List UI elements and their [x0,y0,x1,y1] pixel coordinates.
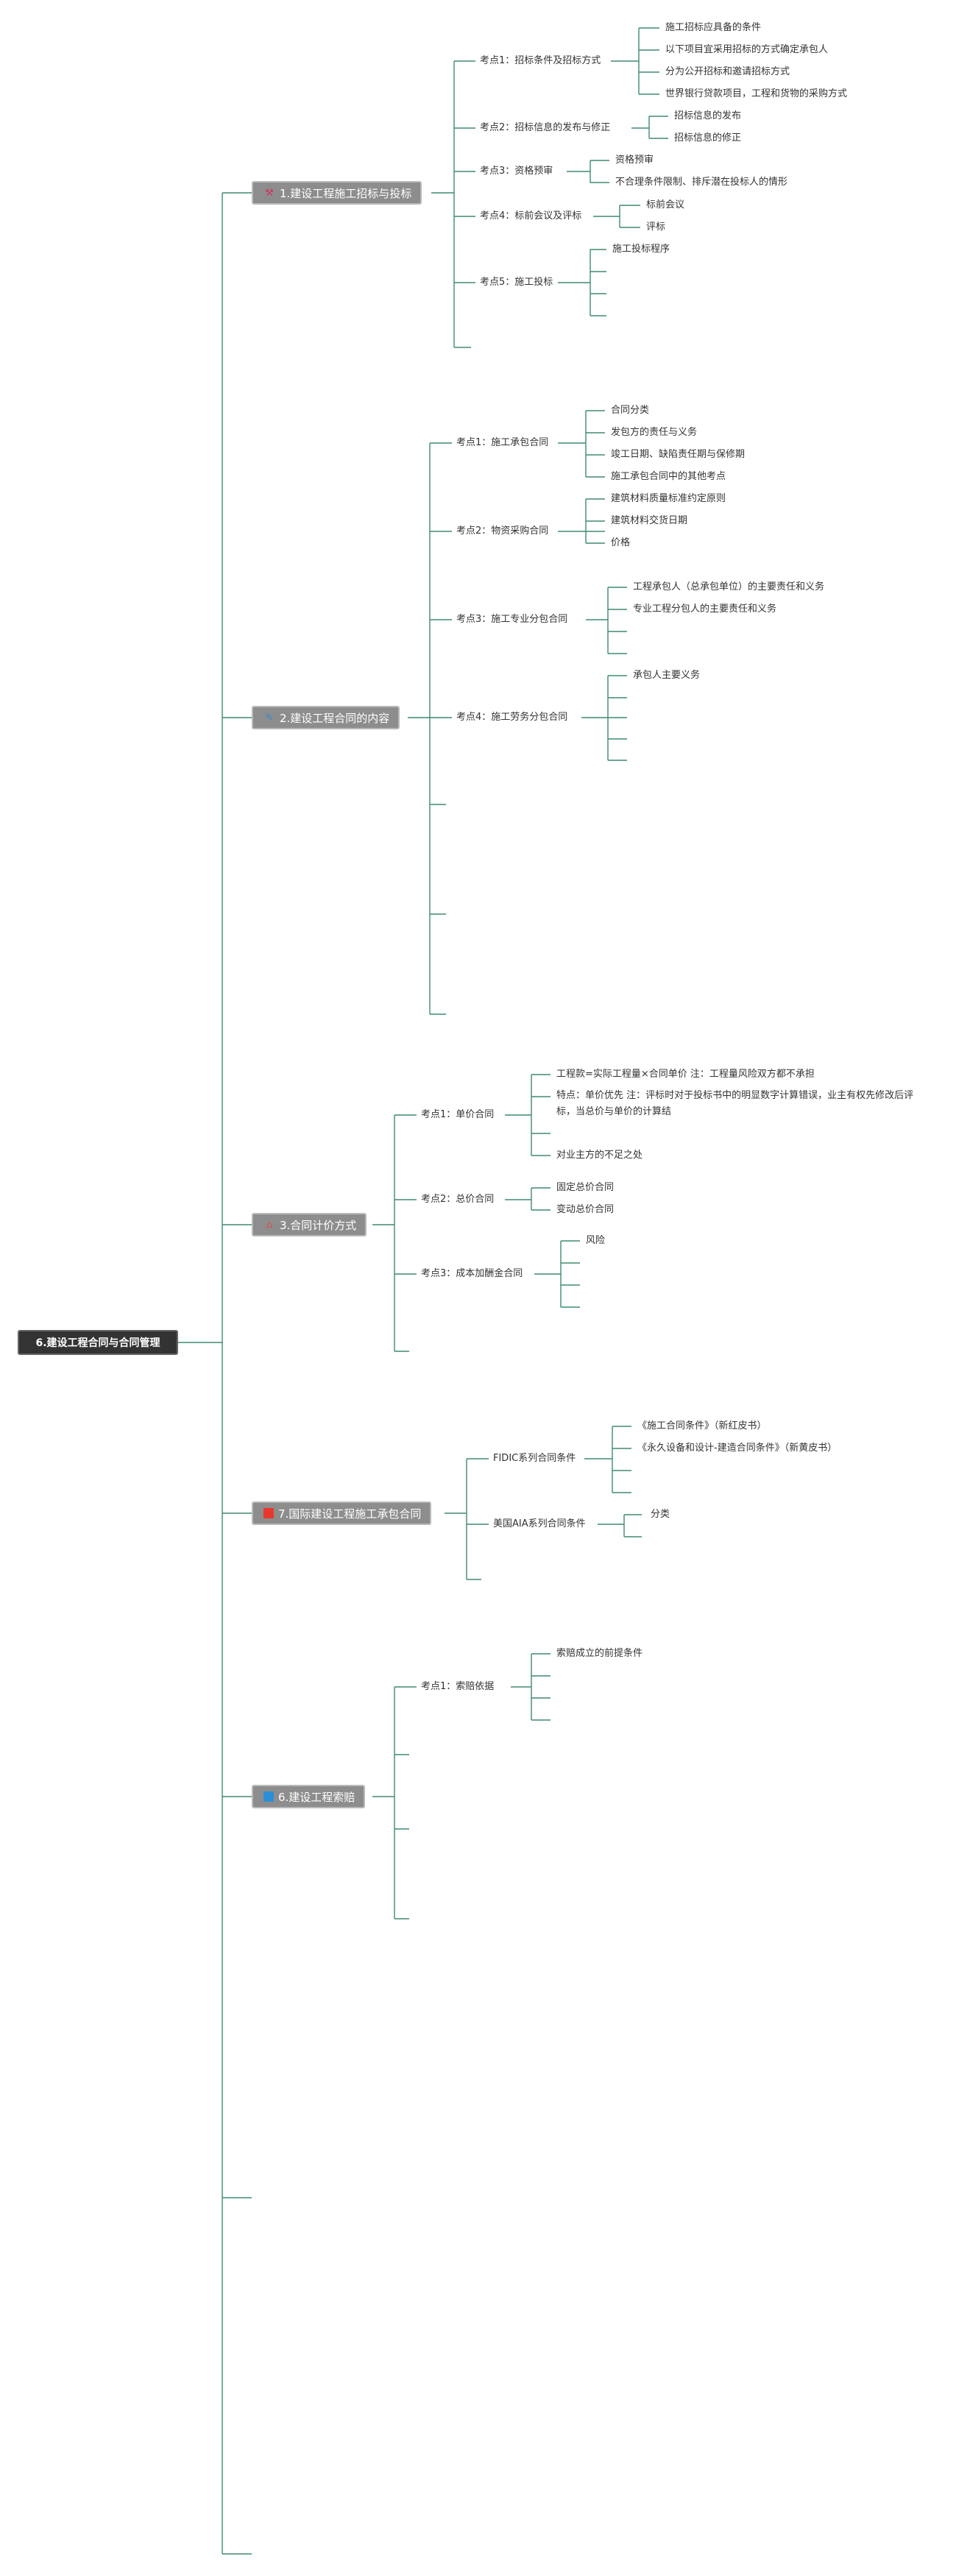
topic-3-point-2-item-2[interactable]: 变动总价合同 [556,1204,615,1215]
topic-3-point-1-item-1[interactable]: 工程款=实际工程量×合同单价 注：工程量风险双方都不承担 [556,1069,815,1080]
topic-2-point-3-item-1[interactable]: 工程承包人（总承包单位）的主要责任和义务 [633,581,825,592]
topic-1-point-4-item-2[interactable]: 评标 [646,222,666,233]
topic-2-point-3-leaves [586,587,627,654]
topic-5-point-1-item-1[interactable]: 索赔成立的前提条件 [556,1648,643,1659]
topic-5-label: 6.建设工程索赔 [278,1790,355,1804]
topic-1-label: 1.建设工程施工招标与投标 [280,186,412,200]
topic-1-point-4[interactable]: 考点4：标前会议及评标 [480,210,582,222]
topic-1-point-1-leaves [611,27,659,95]
topic-2-point-3-item-2[interactable]: 专业工程分包人的主要责任和义务 [633,604,777,615]
topic-1-point-2-leaves [631,116,668,139]
blue-square-icon [263,1791,274,1802]
topic-3-point-1[interactable]: 考点1：单价合同 [421,1109,495,1120]
topic-2-point-4[interactable]: 考点4：施工劳务分包合同 [456,712,568,723]
topic-1-point-5-item-1[interactable]: 施工投标程序 [612,244,670,255]
topic-4-point-1[interactable]: FIDIC系列合同条件 [493,1453,576,1464]
topic-1-point-1-item-4[interactable]: 世界银行贷款项目，工程和货物的采购方式 [665,88,848,99]
topic-1-point-1-item-3[interactable]: 分为公开招标和邀请招标方式 [665,66,790,77]
topic-4-point-2[interactable]: 美国AIA系列合同条件 [493,1518,586,1529]
topic-2-point-2-item-1[interactable]: 建筑材料质量标准约定原则 [611,493,726,504]
topic-1-point-2-item-1[interactable]: 招标信息的发布 [674,110,742,121]
topic-3-label: 3.合同计价方式 [280,1218,357,1232]
home-icon: ⌂ [266,1219,273,1231]
topic-2-point-1-item-4[interactable]: 施工承包合同中的其他考点 [611,471,726,482]
topic-2-label: 2.建设工程合同的内容 [280,711,390,725]
topic-1-point-5[interactable]: 考点5：施工投标 [480,277,553,288]
topic-5-point-1-leaves [511,1653,551,1721]
topic-3-point-2-item-1[interactable]: 固定总价合同 [556,1182,615,1193]
topic-1-point-1-item-1[interactable]: 施工招标应具备的条件 [665,22,762,33]
topic-2-point-2[interactable]: 考点2：物资采购合同 [456,526,549,537]
topic-3-point-3-leaves [534,1240,580,1308]
topic-1-point-3-leaves [567,160,609,183]
topic-4-point-1-item-2[interactable]: 《永久设备和设计-建造合同条件》（新黄皮书） [637,1443,838,1454]
topic-4-point-1-leaves [584,1426,631,1493]
topic-1-point-5-leaves [558,249,606,316]
topic-3-point-3-item-1[interactable]: 风险 [586,1235,606,1246]
topic-1-point-2-item-2[interactable]: 招标信息的修正 [674,132,742,144]
topic-2-point-2-leaves [558,498,605,544]
topic-2-point-4-item-1[interactable]: 承包人主要义务 [633,670,701,681]
topic-4[interactable]: 7.国际建设工程施工承包合同 [252,1501,432,1525]
pen-icon: ✎ [265,712,274,723]
topic-5[interactable]: 6.建设工程索赔 [252,1785,366,1808]
topic-1[interactable]: ⚒ 1.建设工程施工招标与投标 [252,181,422,205]
topic-4-point-2-leaves [598,1514,642,1538]
topic-4-point-1-item-1[interactable]: 《施工合同条件》（新红皮书） [637,1420,767,1432]
topic-1-point-1[interactable]: 考点1：招标条件及招标方式 [480,55,601,66]
topic-3[interactable]: ⌂ 3.合同计价方式 [252,1213,367,1236]
topic-4-label: 7.国际建设工程施工承包合同 [278,1507,422,1521]
topic-2-point-1-item-1[interactable]: 合同分类 [611,405,650,416]
topic-1-point-3-item-1[interactable]: 资格预审 [615,155,654,166]
topic-1-point-4-item-1[interactable]: 标前会议 [646,199,685,210]
topic-2-point-1[interactable]: 考点1：施工承包合同 [456,437,549,448]
topic-3-point-3[interactable]: 考点3：成本加酬金合同 [421,1268,523,1279]
topic-3-point-1-item-3[interactable]: 对业主方的不足之处 [556,1150,643,1161]
topic-2[interactable]: ✎ 2.建设工程合同的内容 [252,706,400,729]
topic-3-point-1-item-2[interactable]: 特点：单价优先 注：评标时对于投标书中的明显数字计算错误，业主有权先修改后评标，… [556,1090,914,1117]
topic-2-point-1-item-3[interactable]: 竣工日期、缺陷责任期与保修期 [611,449,746,460]
topic-2-point-1-leaves [558,410,605,478]
topic-2-point-1-item-2[interactable]: 发包方的责任与义务 [611,427,698,438]
topic-2-point-4-leaves [581,675,627,761]
topic-2-point-2-item-2[interactable]: 建筑材料交货日期 [611,515,688,526]
root-topic[interactable]: 6.建设工程合同与合同管理 [18,1330,178,1355]
topic-2-point-3[interactable]: 考点3：施工专业分包合同 [456,614,568,625]
topic-1-point-4-leaves [593,205,640,228]
topic-3-point-2-leaves [505,1187,551,1211]
topic-1-point-3[interactable]: 考点3：资格预审 [480,166,553,177]
tools-icon: ⚒ [265,187,274,199]
topic-2-point-2-item-3[interactable]: 价格 [611,537,631,548]
topic-3-point-2[interactable]: 考点2：总价合同 [421,1194,495,1205]
topic-4-point-2-item-1[interactable]: 分类 [651,1509,670,1520]
topic-3-point-1-leaves [505,1074,551,1156]
topic-1-point-2[interactable]: 考点2：招标信息的发布与修正 [480,122,611,133]
topic-1-point-3-item-2[interactable]: 不合理条件限制、排斥潜在投标人的情形 [615,177,788,188]
red-square-icon [263,1508,274,1518]
topic-1-point-1-item-2[interactable]: 以下项目宜采用招标的方式确定承包人 [665,44,829,55]
topic-5-point-1[interactable]: 考点1：索赔依据 [421,1681,495,1692]
